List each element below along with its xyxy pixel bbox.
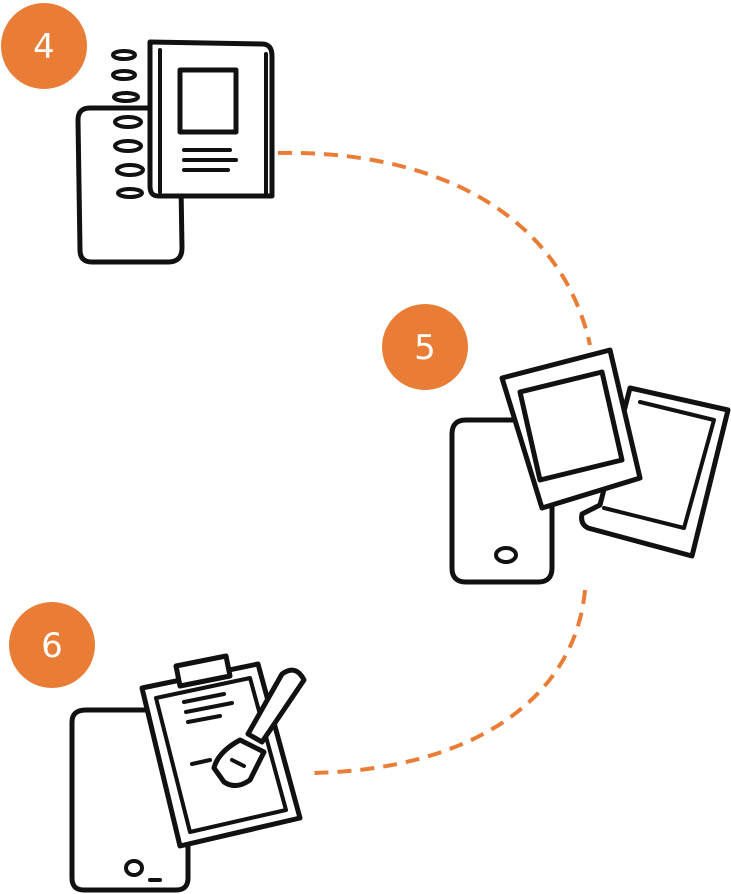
phone-with-photos-icon [449,347,731,585]
step-5-number: 5 [414,328,436,368]
step-6-badge [9,602,95,688]
connector-4-to-5 [277,150,592,346]
step-6-number: 6 [41,626,63,666]
step-5: 5 [382,304,731,585]
step-4-badge [1,3,87,89]
step-5-badge [382,304,468,390]
step-4: 4 [1,3,275,265]
step-6: 6 [9,602,307,893]
phone-with-clipboard-pen-icon [69,653,307,893]
step-4-number: 4 [33,27,55,67]
phone-with-notebook-icon [75,39,275,265]
connector-5-to-6 [311,589,587,775]
